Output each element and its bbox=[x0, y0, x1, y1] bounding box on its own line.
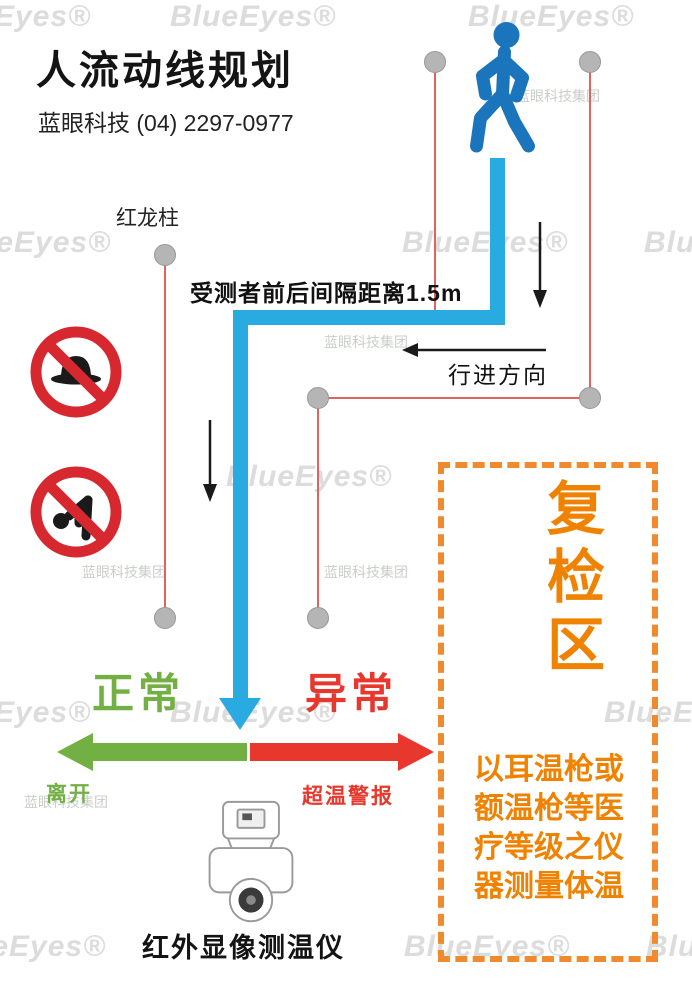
watermark-blueeyes: BlueEyes® bbox=[0, 696, 92, 729]
barrier-line bbox=[434, 72, 436, 314]
flow-route-segment bbox=[233, 310, 505, 325]
thermal-camera-icon bbox=[196, 798, 306, 933]
left-arrow-icon bbox=[400, 338, 550, 367]
recheck-line: 额温枪等医 bbox=[474, 792, 624, 825]
recheck-line: 以耳温枪或 bbox=[474, 753, 624, 786]
watermark-blueeyes: BlueEyes® bbox=[604, 696, 692, 729]
watermark-company: 蓝眼科技集团 bbox=[24, 794, 108, 810]
recheck-area-title: 复检区 bbox=[538, 478, 603, 682]
recheck-line: 疗等级之仪 bbox=[474, 831, 624, 864]
flow-route-segment bbox=[233, 310, 248, 700]
company-phone: 蓝眼科技 (04) 2297-0977 bbox=[38, 110, 294, 136]
alarm-label: 超温警报 bbox=[302, 785, 394, 808]
walking-person-icon bbox=[450, 20, 555, 170]
stanchion-dot bbox=[307, 387, 329, 409]
device-label: 红外显像测温仪 bbox=[142, 933, 345, 963]
stanchion-label: 红龙柱 bbox=[116, 207, 179, 230]
watermark-company: 蓝眼科技集团 bbox=[324, 564, 408, 580]
normal-arrow-icon bbox=[57, 733, 93, 771]
down-arrow-icon bbox=[528, 220, 552, 317]
direction-label: 行进方向 bbox=[448, 362, 548, 388]
recheck-area-description: 以耳温枪或 额温枪等医 疗等级之仪 器测量体温 bbox=[448, 750, 650, 906]
stanchion-dot bbox=[307, 607, 329, 629]
stanchion-dot bbox=[579, 387, 601, 409]
stanchion-dot bbox=[154, 607, 176, 629]
no-bowing-prohibition-icon bbox=[28, 464, 124, 565]
stanchion-dot bbox=[154, 244, 176, 266]
abnormal-arrow-icon bbox=[398, 733, 434, 771]
flow-route-arrowhead-icon bbox=[219, 698, 261, 730]
normal-label: 正常 bbox=[92, 670, 185, 717]
stanchion-dot bbox=[424, 51, 446, 73]
recheck-line: 器测量体温 bbox=[474, 870, 624, 903]
page-title: 人流动线规划 bbox=[36, 49, 294, 93]
abnormal-arrow-shaft bbox=[250, 743, 398, 761]
barrier-line bbox=[317, 408, 319, 608]
barrier-line bbox=[589, 72, 591, 388]
normal-arrow-shaft bbox=[93, 743, 247, 761]
watermark-blueeyes: BlueEyes® bbox=[644, 226, 692, 259]
flow-route-segment bbox=[490, 158, 505, 325]
watermark-company: 蓝眼科技集团 bbox=[516, 88, 600, 104]
barrier-line bbox=[328, 397, 580, 399]
watermark-blueeyes: BlueEyes® bbox=[170, 0, 337, 33]
watermark-blueeyes: BlueEyes® bbox=[0, 0, 92, 33]
watermark-blueeyes: BlueEyes® bbox=[468, 0, 635, 33]
down-arrow-icon bbox=[198, 418, 222, 511]
watermark-blueeyes: BlueEyes® bbox=[226, 460, 393, 493]
spacing-note: 受测者前后间隔距离1.5m bbox=[190, 280, 463, 306]
barrier-line bbox=[164, 265, 166, 608]
no-hat-prohibition-icon bbox=[28, 324, 124, 425]
watermark-blueeyes: BlueEyes® bbox=[0, 226, 112, 259]
leave-label: 离开 bbox=[46, 783, 92, 806]
abnormal-label: 异常 bbox=[305, 670, 398, 717]
watermark-company: 蓝眼科技集团 bbox=[324, 334, 408, 350]
recheck-area-box bbox=[438, 462, 658, 962]
watermark-blueeyes: BlueEyes® bbox=[0, 930, 107, 963]
stanchion-dot bbox=[579, 51, 601, 73]
watermark-company: 蓝眼科技集团 bbox=[82, 564, 166, 580]
